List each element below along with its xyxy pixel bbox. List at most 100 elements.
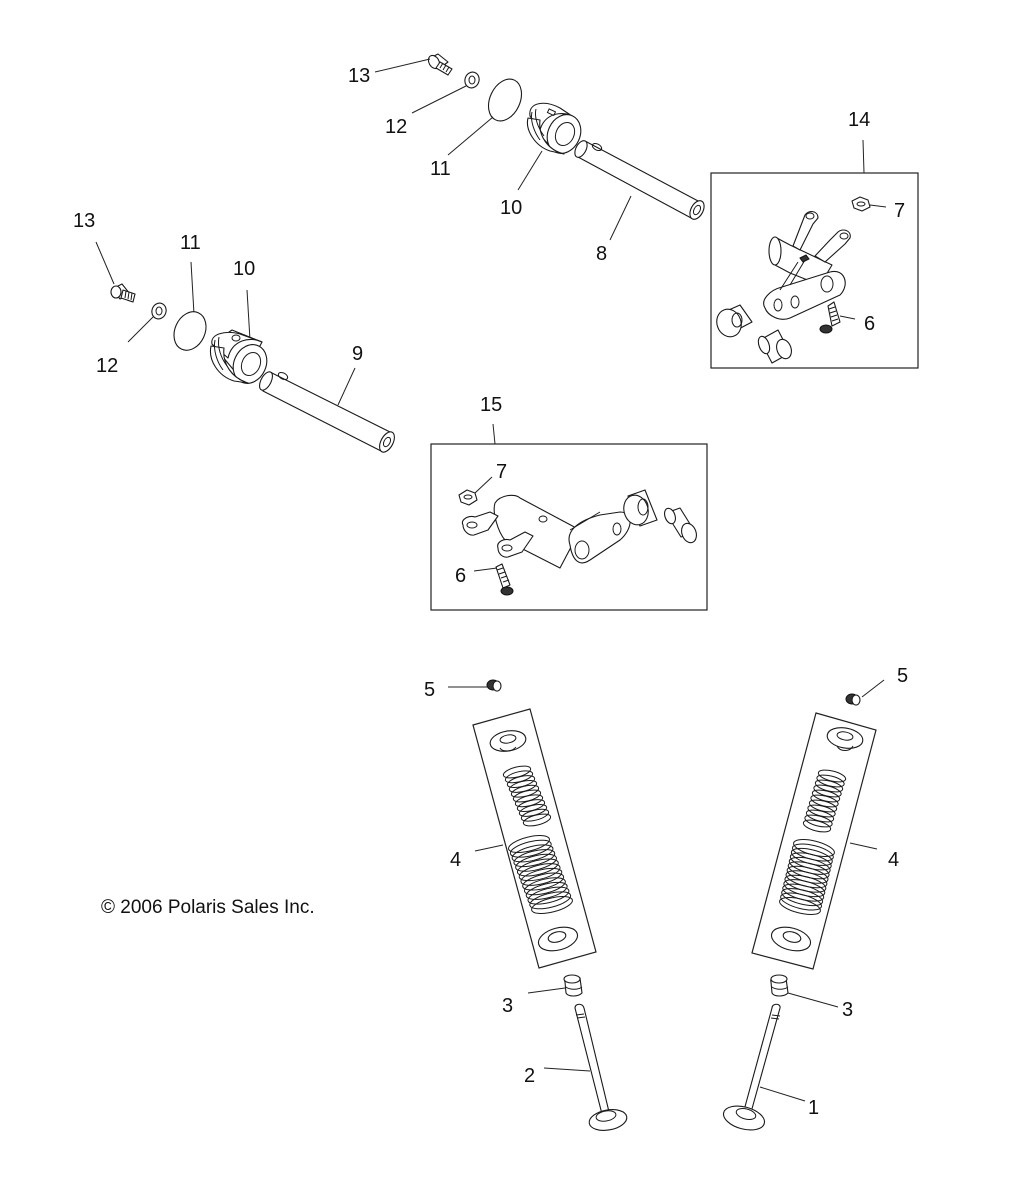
spring-coil [523,877,566,896]
callout-11-left: 11 [180,232,201,254]
callout-4-left: 4 [450,849,461,871]
callout-7-center: 7 [496,461,507,483]
keeper-5-right [845,693,861,706]
spring-kit-box-left [472,708,597,969]
spring-coil [782,883,825,902]
right-valve-group: 5 4 3 [722,665,908,1131]
spring-coil [513,849,556,868]
callout-13-upper: 13 [348,65,370,87]
spring-coil [529,891,572,910]
spring-coil [509,839,552,858]
oring-11-upper [487,78,523,122]
rocker-arm-15 [461,494,631,569]
sleeve-15 [664,507,697,544]
leader-9 [337,367,356,406]
callout-11-upper: 11 [430,158,451,180]
valve-1 [722,1003,781,1131]
spring-coil [511,844,554,863]
nut-7-right [851,196,871,212]
leader-6-center [473,567,498,572]
spring-coil [788,856,831,875]
spring-coil [520,808,550,822]
valve-seal-3-left [563,974,583,997]
callout-3-left: 3 [502,995,513,1017]
leader-13-upper [374,58,431,73]
screw-13-upper [427,53,453,76]
inner-spring-left [502,765,552,827]
leader-5-right [861,679,885,698]
left-pushrod-group: 13 12 11 10 [73,210,395,453]
spring-coil [516,858,559,877]
leader-4-left [474,844,504,852]
leader-1 [759,1086,806,1102]
callout-14: 14 [848,109,870,131]
callout-12-left: 12 [96,355,118,377]
assembly-box-14 [710,172,919,369]
leader-12-left [127,316,154,343]
leader-13-left [95,241,115,285]
leader-15 [492,423,496,445]
rocker-arm-14 [763,211,851,320]
spring-coil [525,881,568,900]
spring-kit-box-right [751,712,877,970]
leader-3-left [527,987,566,994]
spring-retainer-top-left [489,730,527,752]
washer-12-upper [464,71,480,89]
spring-coil [804,814,833,828]
spring-retainer-top-right [826,727,864,751]
leader-7-right [869,204,887,208]
spring-coil [522,813,552,827]
callout-6-right: 6 [864,313,875,335]
callout-9: 9 [352,343,363,365]
spring-coil [783,879,826,898]
spring-coil [508,835,550,853]
oring-11-left [173,311,207,351]
assembly-box-15 [430,443,708,611]
leader-6-right [839,315,856,320]
leader-11-left [190,261,195,315]
callout-2: 2 [524,1065,535,1087]
callout-13-left: 13 [73,210,95,232]
washer-12-left [151,302,167,320]
bushing-15 [623,489,658,527]
cup-10-upper [526,102,582,155]
callout-15: 15 [480,394,502,416]
spring-coil [791,843,834,862]
spring-coil [802,819,832,833]
sleeve-14 [757,329,792,364]
shaft-9 [259,371,395,453]
cup-10-left [209,329,268,384]
spring-coil [518,863,561,882]
spring-seat-bottom-right [770,926,812,952]
leader-14 [862,139,865,174]
leader-8 [609,195,632,241]
bolt-6-center [495,563,514,596]
callout-7-right: 7 [894,200,905,222]
callout-10-left: 10 [233,258,255,280]
leader-11-upper [447,116,494,156]
callout-12-upper: 12 [385,116,407,138]
keeper-5-left [486,679,502,692]
leader-10-upper [517,150,543,191]
spring-coil [780,892,823,911]
spring-coil [790,847,833,866]
leader-3-right [787,992,839,1008]
valve-seal-3-right [770,974,789,997]
copyright-text: © 2006 Polaris Sales Inc. [101,897,315,918]
outer-spring-right [779,839,835,915]
inner-spring-right [802,769,847,833]
shaft-8 [574,140,705,220]
leader-7-center [474,476,493,494]
leader-12-upper [411,85,467,114]
rocker-assembly-15: 15 7 [430,394,708,611]
spring-coil [779,897,821,915]
outer-spring-left [508,835,573,914]
spring-seat-bottom-left [537,926,579,952]
spring-coil [789,852,832,871]
spring-coil [786,865,829,884]
bolt-6-right [819,301,841,334]
leader-4-right [849,842,878,850]
rocker-assembly-14: 14 7 [710,109,919,369]
callout-4-right: 4 [888,849,899,871]
